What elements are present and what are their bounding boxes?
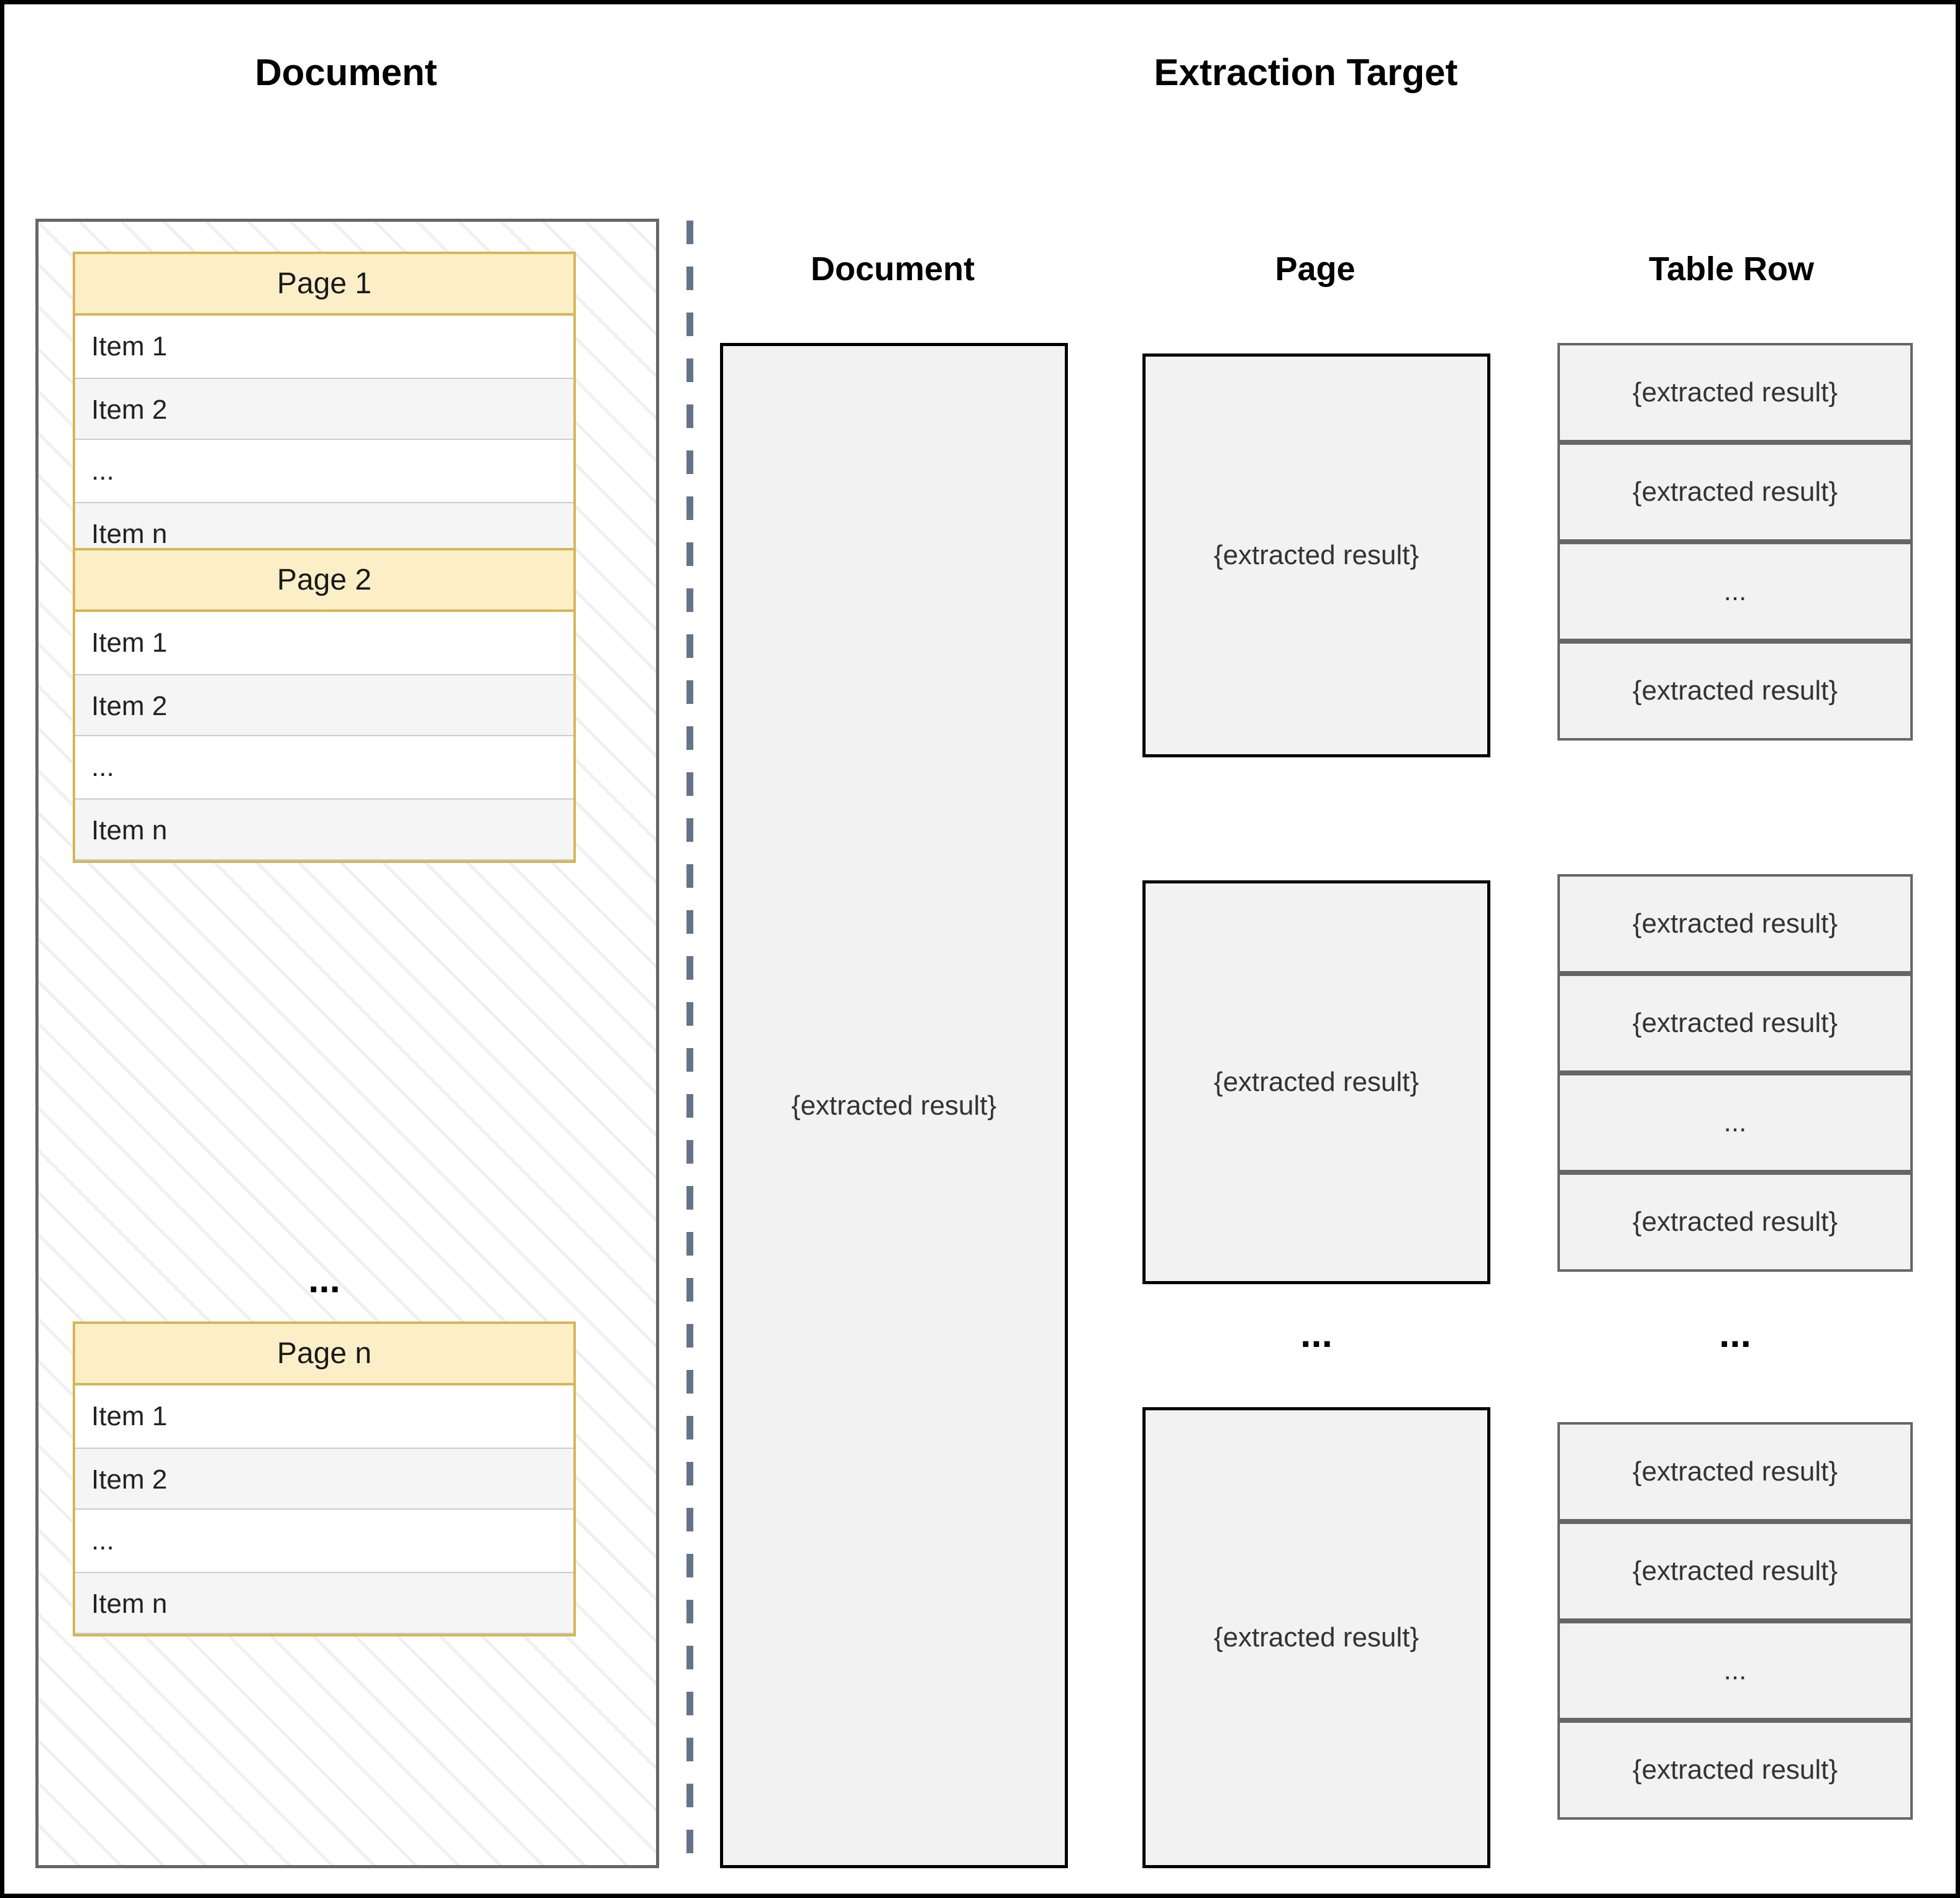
extraction-result-text: {extracted result} xyxy=(1632,1754,1838,1785)
column-header-table-row: Table Row xyxy=(1648,250,1815,288)
page-column-ellipsis: ... xyxy=(1300,1313,1333,1356)
extraction-result-text: {extracted result} xyxy=(1213,540,1420,570)
extraction-result-text: {extracted result} xyxy=(1632,1556,1838,1586)
panel-divider xyxy=(686,221,693,1867)
extraction-result-table-row[interactable]: {extracted result} xyxy=(1557,1522,1913,1621)
extraction-result-text: {extracted result} xyxy=(1632,675,1838,706)
extraction-result-text: ... xyxy=(1723,576,1747,606)
extraction-result-text: {extracted result} xyxy=(1632,1207,1838,1237)
extraction-result-table-row-ellipsis[interactable]: ... xyxy=(1557,1621,1913,1720)
extraction-result-page-2[interactable]: {extracted result} xyxy=(1142,880,1490,1284)
page-item: Item 1 xyxy=(75,612,573,674)
page-item: Item 1 xyxy=(75,316,573,378)
page-title-document: Document xyxy=(255,52,437,93)
page-item: Item n xyxy=(75,1572,573,1634)
page-card-n[interactable]: Page n Item 1 Item 2 ... Item n xyxy=(73,1321,576,1636)
page-item-ellipsis: ... xyxy=(75,1510,573,1572)
extraction-result-text: {extracted result} xyxy=(791,1090,997,1121)
page-item: Item n xyxy=(75,798,573,860)
extraction-result-text: {extracted result} xyxy=(1213,1622,1420,1653)
extraction-result-table-row-ellipsis[interactable]: ... xyxy=(1557,1073,1913,1172)
page-item: Item 2 xyxy=(75,378,573,440)
page-item-ellipsis: ... xyxy=(75,440,573,502)
page-item: Item 1 xyxy=(75,1385,573,1448)
page-card-1[interactable]: Page 1 Item 1 Item 2 ... Item n xyxy=(73,252,576,567)
extraction-result-text: ... xyxy=(1723,1107,1747,1138)
page-header-n: Page n xyxy=(75,1324,573,1385)
page-header-1: Page 1 xyxy=(75,254,573,316)
extraction-result-table-row[interactable]: {extracted result} xyxy=(1557,1422,1913,1522)
page-header-2: Page 2 xyxy=(75,550,573,612)
page-item: Item 2 xyxy=(75,674,573,736)
extraction-result-text: {extracted result} xyxy=(1632,377,1838,408)
extraction-result-table-row[interactable]: {extracted result} xyxy=(1557,442,1913,542)
document-pages-ellipsis: ... xyxy=(308,1258,340,1301)
column-header-document: Document xyxy=(810,250,975,288)
extraction-result-document[interactable]: {extracted result} xyxy=(720,343,1068,1868)
extraction-result-text: {extracted result} xyxy=(1632,1456,1838,1487)
extraction-result-text: {extracted result} xyxy=(1213,1067,1420,1097)
extraction-result-text: {extracted result} xyxy=(1632,477,1838,507)
extraction-result-page-n[interactable]: {extracted result} xyxy=(1142,1407,1490,1868)
column-header-page: Page xyxy=(1275,250,1356,288)
extraction-result-table-row[interactable]: {extracted result} xyxy=(1557,974,1913,1073)
extraction-result-table-row[interactable]: {extracted result} xyxy=(1557,641,1913,741)
extraction-result-table-row-ellipsis[interactable]: ... xyxy=(1557,542,1913,641)
extraction-result-table-row[interactable]: {extracted result} xyxy=(1557,1172,1913,1272)
extraction-result-table-row[interactable]: {extracted result} xyxy=(1557,343,1913,442)
document-container: Page 1 Item 1 Item 2 ... Item n Page 2 I… xyxy=(35,219,659,1868)
page-card-2[interactable]: Page 2 Item 1 Item 2 ... Item n xyxy=(73,548,576,863)
table-row-column-ellipsis: ... xyxy=(1719,1313,1751,1356)
extraction-result-table-row[interactable]: {extracted result} xyxy=(1557,1720,1913,1820)
page-title-extraction-target: Extraction Target xyxy=(1154,52,1458,93)
extraction-result-table-row[interactable]: {extracted result} xyxy=(1557,874,1913,974)
page-item: Item 2 xyxy=(75,1448,573,1510)
extraction-result-page-1[interactable]: {extracted result} xyxy=(1142,354,1490,757)
extraction-result-text: {extracted result} xyxy=(1632,1008,1838,1038)
extraction-result-text: {extracted result} xyxy=(1632,908,1838,939)
extraction-result-text: ... xyxy=(1723,1655,1747,1686)
page-item-ellipsis: ... xyxy=(75,736,573,798)
